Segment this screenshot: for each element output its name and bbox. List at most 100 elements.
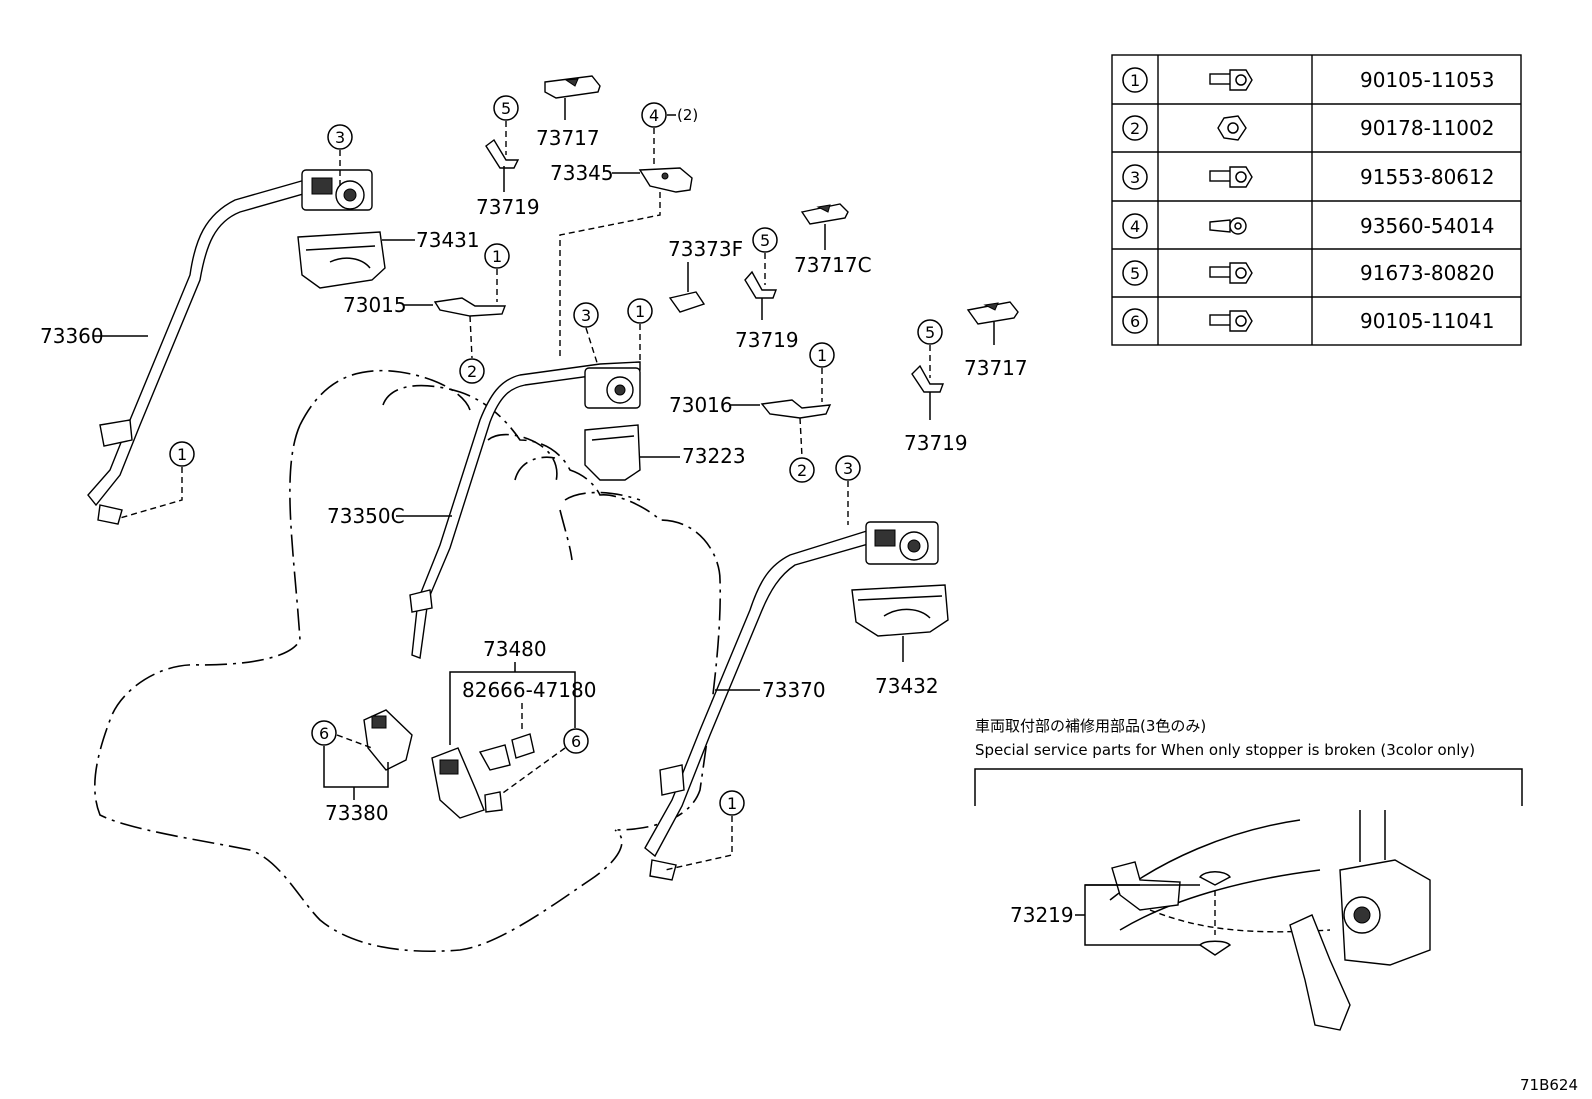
fastener-row-6[interactable]: 6 90105-11041 (1122, 308, 1494, 334)
fastener-row-2[interactable]: 2 90178-11002 (1122, 115, 1494, 141)
svg-text:1: 1 (492, 247, 502, 266)
svg-text:1: 1 (727, 794, 737, 813)
fastener-row-4[interactable]: 4 93560-54014 (1122, 213, 1494, 239)
ref-circle-1d: 1 (809, 342, 835, 368)
callout-73219: 73219 (1010, 903, 1074, 927)
ref-circle-1e: 1 (719, 790, 745, 816)
bracket-73016[interactable] (760, 399, 832, 419)
svg-text:6: 6 (571, 732, 581, 751)
cover-73717b[interactable] (966, 301, 1019, 325)
retractor-cover-73223[interactable] (584, 424, 641, 481)
cover-73717a[interactable] (544, 75, 601, 99)
svg-text:1: 1 (817, 346, 827, 365)
special-parts-title-en: Special service parts for When only stop… (975, 741, 1475, 759)
callout-82666: 82666-47180 (462, 678, 596, 702)
special-parts-title-jp: 車両取付部の補修用部品(3色のみ) (975, 717, 1206, 735)
svg-text:4: 4 (1130, 217, 1140, 236)
svg-text:3: 3 (581, 306, 591, 325)
svg-text:3: 3 (335, 128, 345, 147)
ref-circle-5a: 5 (493, 95, 519, 121)
callout-73719a: 73719 (476, 195, 540, 219)
svg-text:2: 2 (1130, 119, 1140, 138)
bracket-73480 (449, 671, 576, 745)
callout-73380: 73380 (325, 801, 389, 825)
anchor-plate-73719c[interactable] (911, 364, 945, 393)
flange-bolt-icon (1209, 166, 1253, 188)
bracket-73015[interactable] (433, 297, 507, 317)
fastener-table (1111, 54, 1522, 346)
flange-bolt-icon (1209, 69, 1253, 91)
qty-4: (2) (677, 106, 698, 124)
svg-text:4: 4 (649, 106, 659, 125)
seat-belt-assembly-73350C[interactable] (409, 361, 641, 659)
ref-circle-3c: 3 (835, 455, 861, 481)
callout-73015: 73015 (343, 293, 407, 317)
ref-circle-6b: 6 (563, 728, 589, 754)
callout-73717C: 73717C (794, 253, 872, 277)
anchor-plate-73719a[interactable] (485, 138, 520, 169)
svg-text:1: 1 (1130, 71, 1140, 90)
fastener-row-3[interactable]: 3 91553-80612 (1122, 164, 1494, 190)
ref-circle-5c: 5 (917, 319, 943, 345)
cover-73717C[interactable] (800, 203, 849, 225)
callout-73717a: 73717 (536, 126, 600, 150)
svg-text:91553-80612: 91553-80612 (1360, 165, 1494, 189)
svg-text:6: 6 (1130, 312, 1140, 331)
callout-73345: 73345 (550, 161, 614, 185)
svg-text:91673-80820: 91673-80820 (1360, 261, 1494, 285)
callout-73431: 73431 (416, 228, 480, 252)
anchor-cover-73345[interactable] (638, 167, 693, 193)
callout-73373F: 73373F (668, 237, 743, 261)
retractor-cover-73431[interactable] (297, 231, 386, 289)
ref-circle-6a: 6 (311, 720, 337, 746)
fastener-row-5[interactable]: 5 91673-80820 (1122, 260, 1494, 286)
svg-text:93560-54014: 93560-54014 (1360, 214, 1494, 238)
callout-73370: 73370 (762, 678, 826, 702)
special-parts-illustration (1109, 810, 1431, 1031)
leader-73345-down (559, 192, 661, 360)
anchor-plate-73719b[interactable] (744, 270, 778, 299)
flange-bolt-icon (1209, 262, 1253, 284)
seat-belt-assembly-73370[interactable] (644, 521, 939, 881)
flange-bolt-icon (1209, 310, 1253, 332)
buckle-assembly-73480[interactable] (431, 744, 511, 819)
leader-1e (664, 816, 733, 871)
ref-circle-3b: 3 (573, 302, 599, 328)
svg-text:90178-11002: 90178-11002 (1360, 116, 1494, 140)
callout-73016: 73016 (669, 393, 733, 417)
svg-text:90105-11041: 90105-11041 (1360, 309, 1494, 333)
callout-73223: 73223 (682, 444, 746, 468)
leader-3b (585, 327, 601, 373)
clip-73373F[interactable] (668, 291, 706, 313)
buckle-assembly-73380[interactable] (363, 709, 413, 771)
bracket-73380 (323, 746, 389, 788)
ref-circle-1a: 1 (484, 243, 510, 269)
ref-circle-2b: 2 (789, 457, 815, 483)
svg-text:5: 5 (1130, 264, 1140, 283)
leader-2b (799, 417, 803, 458)
ref-circle-4: 4 (641, 102, 667, 128)
svg-text:3: 3 (843, 459, 853, 478)
leader-2a (469, 315, 473, 359)
illustration-code: 71B624 (1520, 1076, 1578, 1094)
svg-text:3: 3 (1130, 168, 1140, 187)
tapping-screw-icon (1209, 217, 1247, 235)
flange-nut-icon (1217, 115, 1247, 141)
callout-73480: 73480 (483, 637, 547, 661)
leader-6a (336, 734, 373, 749)
retractor-cover-73432[interactable] (851, 584, 949, 637)
ref-circle-1b: 1 (169, 441, 195, 467)
svg-text:5: 5 (501, 99, 511, 118)
leader-6b (499, 747, 566, 796)
clip-set-73219[interactable] (1075, 884, 1200, 946)
svg-text:1: 1 (635, 302, 645, 321)
ref-circle-2a: 2 (459, 358, 485, 384)
fastener-row-1[interactable]: 1 90105-11053 (1122, 67, 1494, 93)
seat-belt-assembly-73360[interactable] (87, 169, 373, 525)
svg-text:5: 5 (760, 231, 770, 250)
ref-circle-3a: 3 (327, 124, 353, 150)
ref-circle-1c: 1 (627, 298, 653, 324)
connector-82666-47180[interactable] (511, 733, 535, 759)
ref-circle-5b: 5 (752, 227, 778, 253)
